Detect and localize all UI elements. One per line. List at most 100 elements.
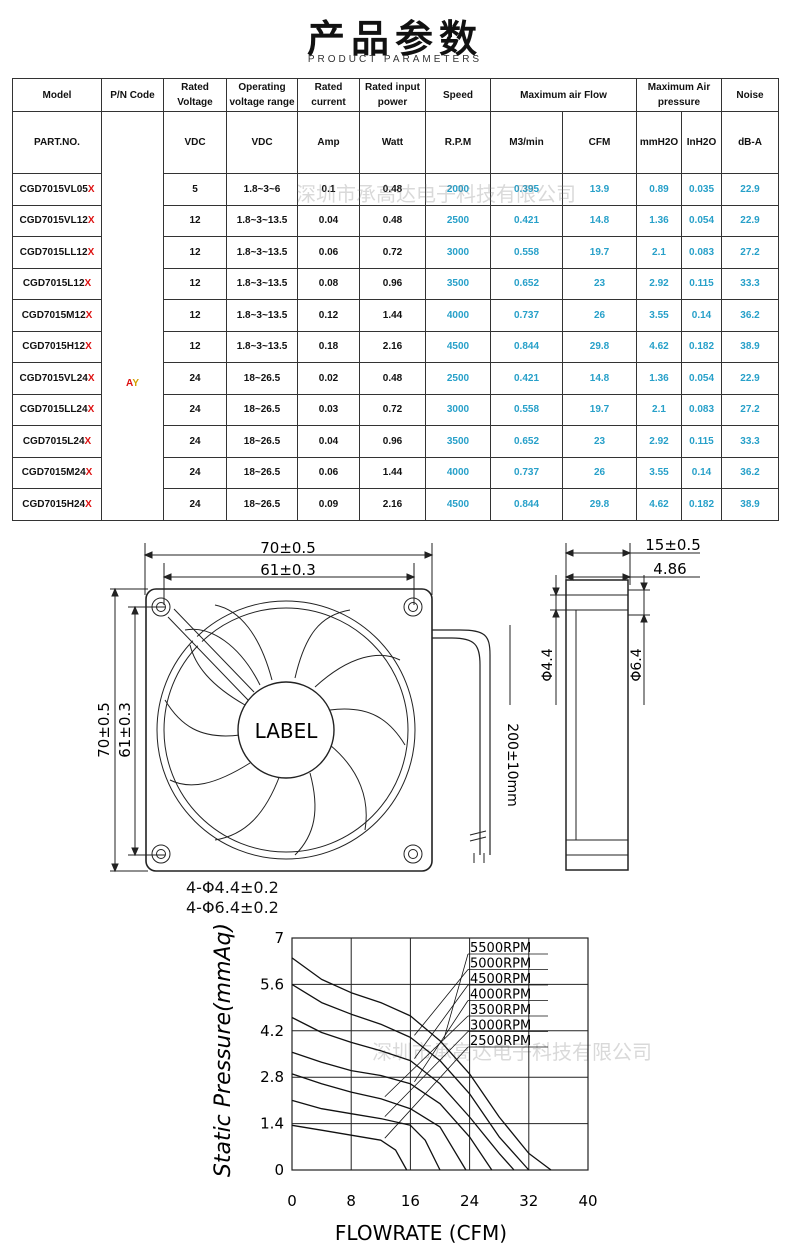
cell-current: 0.1: [297, 173, 360, 206]
table-unit-cell: M3/min: [490, 111, 563, 174]
series-line: [291, 1099, 441, 1171]
x-tick-label: 16: [401, 1192, 420, 1210]
cell-power: 0.96: [359, 425, 426, 458]
cell-voltage: 24: [163, 362, 227, 395]
cell-range: 18~26.5: [226, 456, 298, 489]
table-unit-cell: VDC: [163, 111, 227, 174]
cell-voltage: 24: [163, 456, 227, 489]
cell-noise: 27.2: [721, 236, 780, 269]
cell-m3: 0.844: [490, 488, 563, 521]
model-name: CGD7015LL12: [19, 246, 88, 258]
cell-cfm: 23: [562, 267, 637, 300]
cell-cfm: 29.8: [562, 488, 637, 521]
model-suffix: X: [87, 183, 95, 195]
cell-mmh2o: 1.36: [636, 204, 682, 237]
cell-mmh2o: 1.36: [636, 362, 682, 395]
legend-leader: [414, 969, 469, 1036]
cell-m3: 0.558: [490, 393, 563, 426]
table-header-cell: Rated Voltage: [163, 78, 227, 112]
dim-inner-height: 61±0.3: [116, 702, 134, 758]
x-tick-label: 32: [519, 1192, 538, 1210]
model-suffix: X: [85, 467, 93, 479]
cell-mmh2o: 0.89: [636, 173, 682, 206]
y-axis-label: Static Pressure(mmAq): [211, 923, 236, 1177]
cell-rpm: 2500: [425, 204, 491, 237]
cell-current: 0.12: [297, 299, 360, 332]
legend-leader: [384, 1031, 469, 1117]
cell-power: 0.72: [359, 236, 426, 269]
model-cell: CGD7015LL12X: [12, 236, 102, 269]
cell-rpm: 4500: [425, 330, 491, 363]
legend-leader: [414, 1000, 469, 1083]
model-cell: CGD7015M12X: [12, 299, 102, 332]
cell-cfm: 19.7: [562, 236, 637, 269]
cell-voltage: 12: [163, 204, 227, 237]
cell-mmh2o: 3.55: [636, 456, 682, 489]
cell-power: 2.16: [359, 488, 426, 521]
dim-wire-length: 200±10mm: [504, 723, 520, 807]
legend-label: 3000RPM: [470, 1019, 531, 1034]
pn-code-cell: AY: [101, 111, 164, 521]
model-cell: CGD7015H24X: [12, 488, 102, 521]
model-name: CGD7015L24: [22, 435, 85, 447]
table-unit-cell: Amp: [297, 111, 360, 174]
cell-current: 0.04: [297, 425, 360, 458]
cell-range: 1.8~3~13.5: [226, 267, 298, 300]
legend-leader: [384, 1046, 469, 1139]
legend-label: 2500RPM: [470, 1034, 531, 1049]
chart-grid: [291, 937, 589, 1171]
cell-inh2o: 0.054: [680, 362, 723, 395]
model-name: CGD7015LL24: [19, 404, 88, 416]
cell-power: 0.96: [359, 267, 426, 300]
hole-small-note: 4-Φ4.4±0.2: [186, 878, 279, 897]
cell-noise: 27.2: [721, 393, 780, 426]
cell-rpm: 4000: [425, 456, 491, 489]
cell-cfm: 26: [562, 299, 637, 332]
hole-large-note: 4-Φ6.4±0.2: [186, 898, 279, 917]
plot-frame: [291, 937, 589, 1171]
model-name: CGD7015VL24: [19, 372, 88, 384]
model-suffix: X: [87, 215, 95, 227]
table-unit-cell: mmH2O: [636, 111, 682, 174]
cell-inh2o: 0.182: [680, 330, 723, 363]
legend-label: 4000RPM: [470, 988, 531, 1003]
hole-notes: 4-Φ4.4±0.2 4-Φ6.4±0.2: [186, 878, 279, 918]
cell-current: 0.08: [297, 267, 360, 300]
cell-rpm: 3000: [425, 236, 491, 269]
y-tick-label: 5.6: [260, 975, 284, 993]
cell-inh2o: 0.115: [680, 425, 723, 458]
cell-rpm: 4500: [425, 488, 491, 521]
cell-mmh2o: 4.62: [636, 488, 682, 521]
cell-range: 18~26.5: [226, 393, 298, 426]
cell-current: 0.02: [297, 362, 360, 395]
model-cell: CGD7015H12X: [12, 330, 102, 363]
cell-inh2o: 0.182: [680, 488, 723, 521]
table-header-cell: Maximum air Flow: [490, 78, 637, 112]
cell-cfm: 14.8: [562, 204, 637, 237]
table-header-cell: Rated current: [297, 78, 360, 112]
table-header-cell: Maximum Air pressure: [635, 78, 723, 112]
model-suffix: X: [85, 341, 92, 353]
cell-range: 1.8~3~13.5: [226, 299, 298, 332]
legend-label: 5000RPM: [470, 957, 531, 972]
model-suffix: X: [84, 435, 92, 447]
pn-code-suffix: Y: [132, 377, 139, 389]
model-suffix: X: [87, 372, 95, 384]
model-cell: CGD7015L24X: [12, 425, 102, 458]
cell-m3: 0.652: [490, 267, 563, 300]
cell-cfm: 13.9: [562, 173, 637, 206]
cell-power: 0.48: [359, 173, 426, 206]
model-suffix: X: [84, 278, 92, 290]
x-tick-label: 0: [287, 1192, 297, 1210]
table-header-cell: P/N Code: [101, 78, 164, 112]
x-tick-label: 24: [460, 1192, 479, 1210]
table-unit-cell: InH2O: [680, 111, 723, 174]
cell-current: 0.09: [297, 488, 360, 521]
legend-label: 5500RPM: [470, 941, 531, 956]
x-tick-label: 8: [346, 1192, 356, 1210]
cell-inh2o: 0.054: [680, 204, 723, 237]
